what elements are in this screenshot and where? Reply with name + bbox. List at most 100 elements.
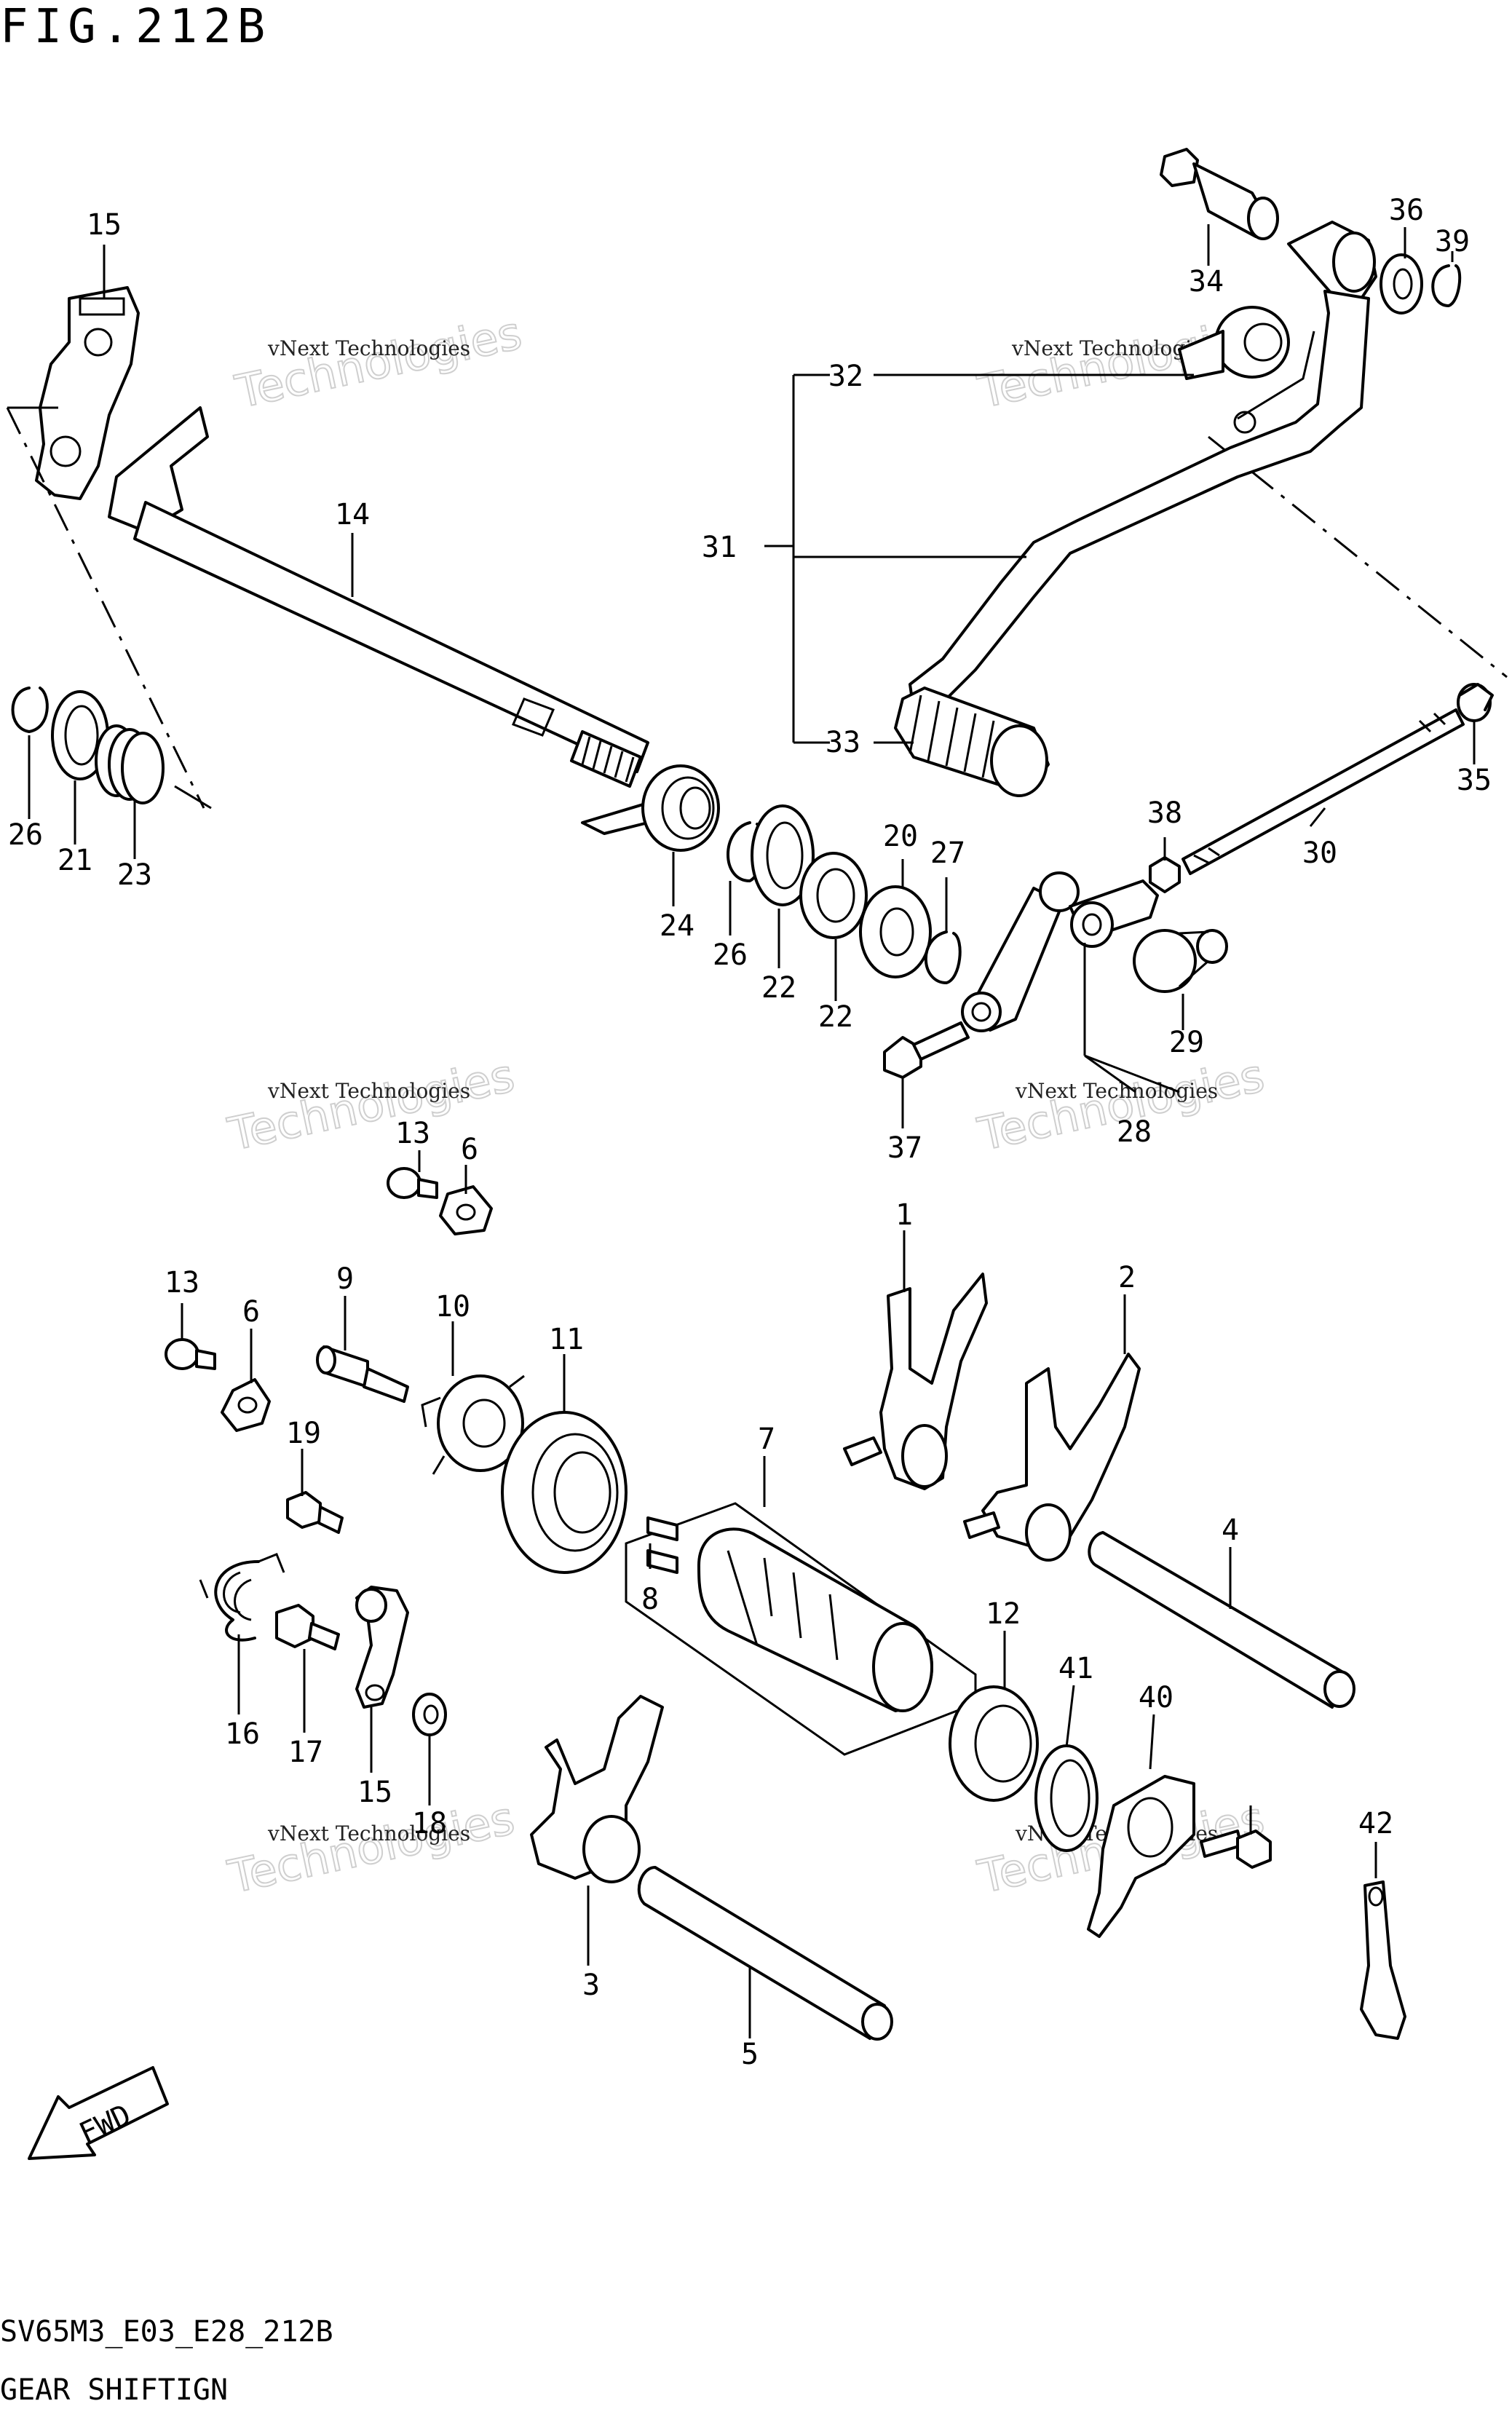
callout-4: 4 [1222,1514,1239,1547]
callout-6: 6 [242,1295,260,1329]
part-19-shift-stopper-plate [35,286,140,500]
figure-code: SV65M3_E03_E28_212B [0,2315,333,2349]
figure-caption: GEAR SHIFTIGN [0,2373,229,2407]
part-22-washer [751,804,815,906]
part-36-bolt [883,1021,970,1079]
part-30-gearshift-lever [909,221,1377,711]
part-31-pedal-bushing [1178,306,1290,380]
callout-39: 40 [1139,1681,1173,1714]
callout-26: 26 [713,938,748,972]
callout-21: 20 [883,820,918,853]
callout-12: 12 [986,1597,1021,1631]
callout-22: 21 [58,844,92,877]
callout-9: 9 [336,1262,354,1296]
fwd-arrow-icon: FWD [28,2066,169,2160]
callout-25: 24 [660,909,694,943]
part-15-spring [199,1553,285,1642]
part-1-gearshift-fork [843,1273,988,1490]
part-41-clamp [1360,1880,1406,2040]
callout-32: 33 [826,726,860,759]
callout-29: 30 [1302,836,1337,870]
part-11-bearing [501,1411,628,1574]
part-35-washer [1380,253,1423,315]
part-5-fork-shaft [637,1866,893,2041]
callout-23: 22 [818,1000,853,1034]
callout-13: 13 [165,1266,199,1300]
part-13-screw [387,1167,438,1199]
part-38-circlip [1431,264,1462,307]
part-12-bearing [949,1685,1039,1802]
callout-27: 28 [1117,1115,1152,1149]
callout-16: 17 [288,1736,323,1769]
callout-38: 39 [1435,225,1470,258]
callout-1: 1 [895,1198,913,1232]
part-26-circlip [924,930,962,984]
watermark-small: vNext Technologies [267,1821,470,1846]
callout-8: 8 [641,1583,659,1616]
part-3-gearshift-fork [530,1695,664,1883]
part-8-pin [646,1516,678,1574]
part-9-shift-cam-pin [316,1345,409,1403]
callout-18: 14 [335,498,370,531]
callout-28: 29 [1169,1026,1204,1059]
callout-2: 2 [1118,1261,1136,1294]
part-23-oil-seal [799,852,868,939]
callout-34: 35 [1457,764,1492,797]
part-40-washer [1034,1744,1099,1852]
callout-17: 18 [412,1807,447,1840]
part-10-gearshift-cam-plate [421,1374,525,1475]
callout-20: 19 [286,1417,321,1450]
part-13-screw [165,1338,216,1370]
construction-line [174,785,212,810]
part-16-bolt [275,1604,340,1650]
watermark-large: Technologies [231,306,526,418]
callout-40: 41 [1058,1652,1093,1685]
callout-6: 6 [461,1133,478,1166]
leader-lines [28,224,1476,2038]
part-32-footpeg-rubber [894,687,1050,797]
part-17-washer [412,1693,447,1736]
callout-41: 42 [1358,1807,1393,1840]
part-21-washer [859,885,932,978]
part-22-washer [51,690,109,780]
part-37-nut [1149,856,1181,893]
part-25-return-spring [581,764,720,852]
construction-line [1208,435,1508,679]
watermark-small: vNext Technologies [1015,1079,1218,1103]
callout-33: 34 [1189,265,1224,298]
callout-labels: 15 14 26 21 23 24 26 22 22 20 27 28 29 3… [8,194,1492,2071]
callout-11: 11 [549,1323,584,1356]
part-29-gearshift-link-rod [1182,708,1465,875]
part-28-rubber-boot [1133,929,1228,993]
part-14-stopper-arm [355,1586,409,1709]
callout-37: 38 [1147,796,1182,830]
callout-10: 10 [435,1290,470,1324]
callout-26: 27 [930,836,965,870]
callout-36: 37 [887,1131,922,1165]
callout-15: 16 [225,1717,260,1751]
callout-31: 32 [828,360,863,393]
part-34-nut [1457,683,1494,722]
part-7-gearshift-cam [697,1527,933,1712]
callout-24: 23 [117,858,152,892]
callout-35: 36 [1389,194,1424,227]
callout-3: 3 [582,1969,600,2002]
figure-title: FIG.212B [0,0,272,54]
part-2-gearshift-fork [963,1353,1141,1562]
part-27-gearshift-arm [961,871,1159,1032]
part-18-gearshift-shaft [108,406,649,788]
watermark-small: vNext Technologies [267,1079,470,1103]
part-6-stopper-plate [221,1378,271,1432]
construction-line [6,407,205,809]
callout-5: 5 [741,2038,759,2071]
callout-26: 26 [8,818,43,852]
part-33-pedal-bolt [1160,148,1279,240]
part-42-screw [1200,1829,1272,1869]
callout-22: 22 [761,971,796,1005]
part-6-stopper-plate [439,1185,493,1235]
part-26-circlip [11,687,49,733]
callout-13: 13 [395,1117,430,1150]
callout-19: 15 [87,208,122,242]
part-4-fork-shaft [1088,1531,1355,1709]
